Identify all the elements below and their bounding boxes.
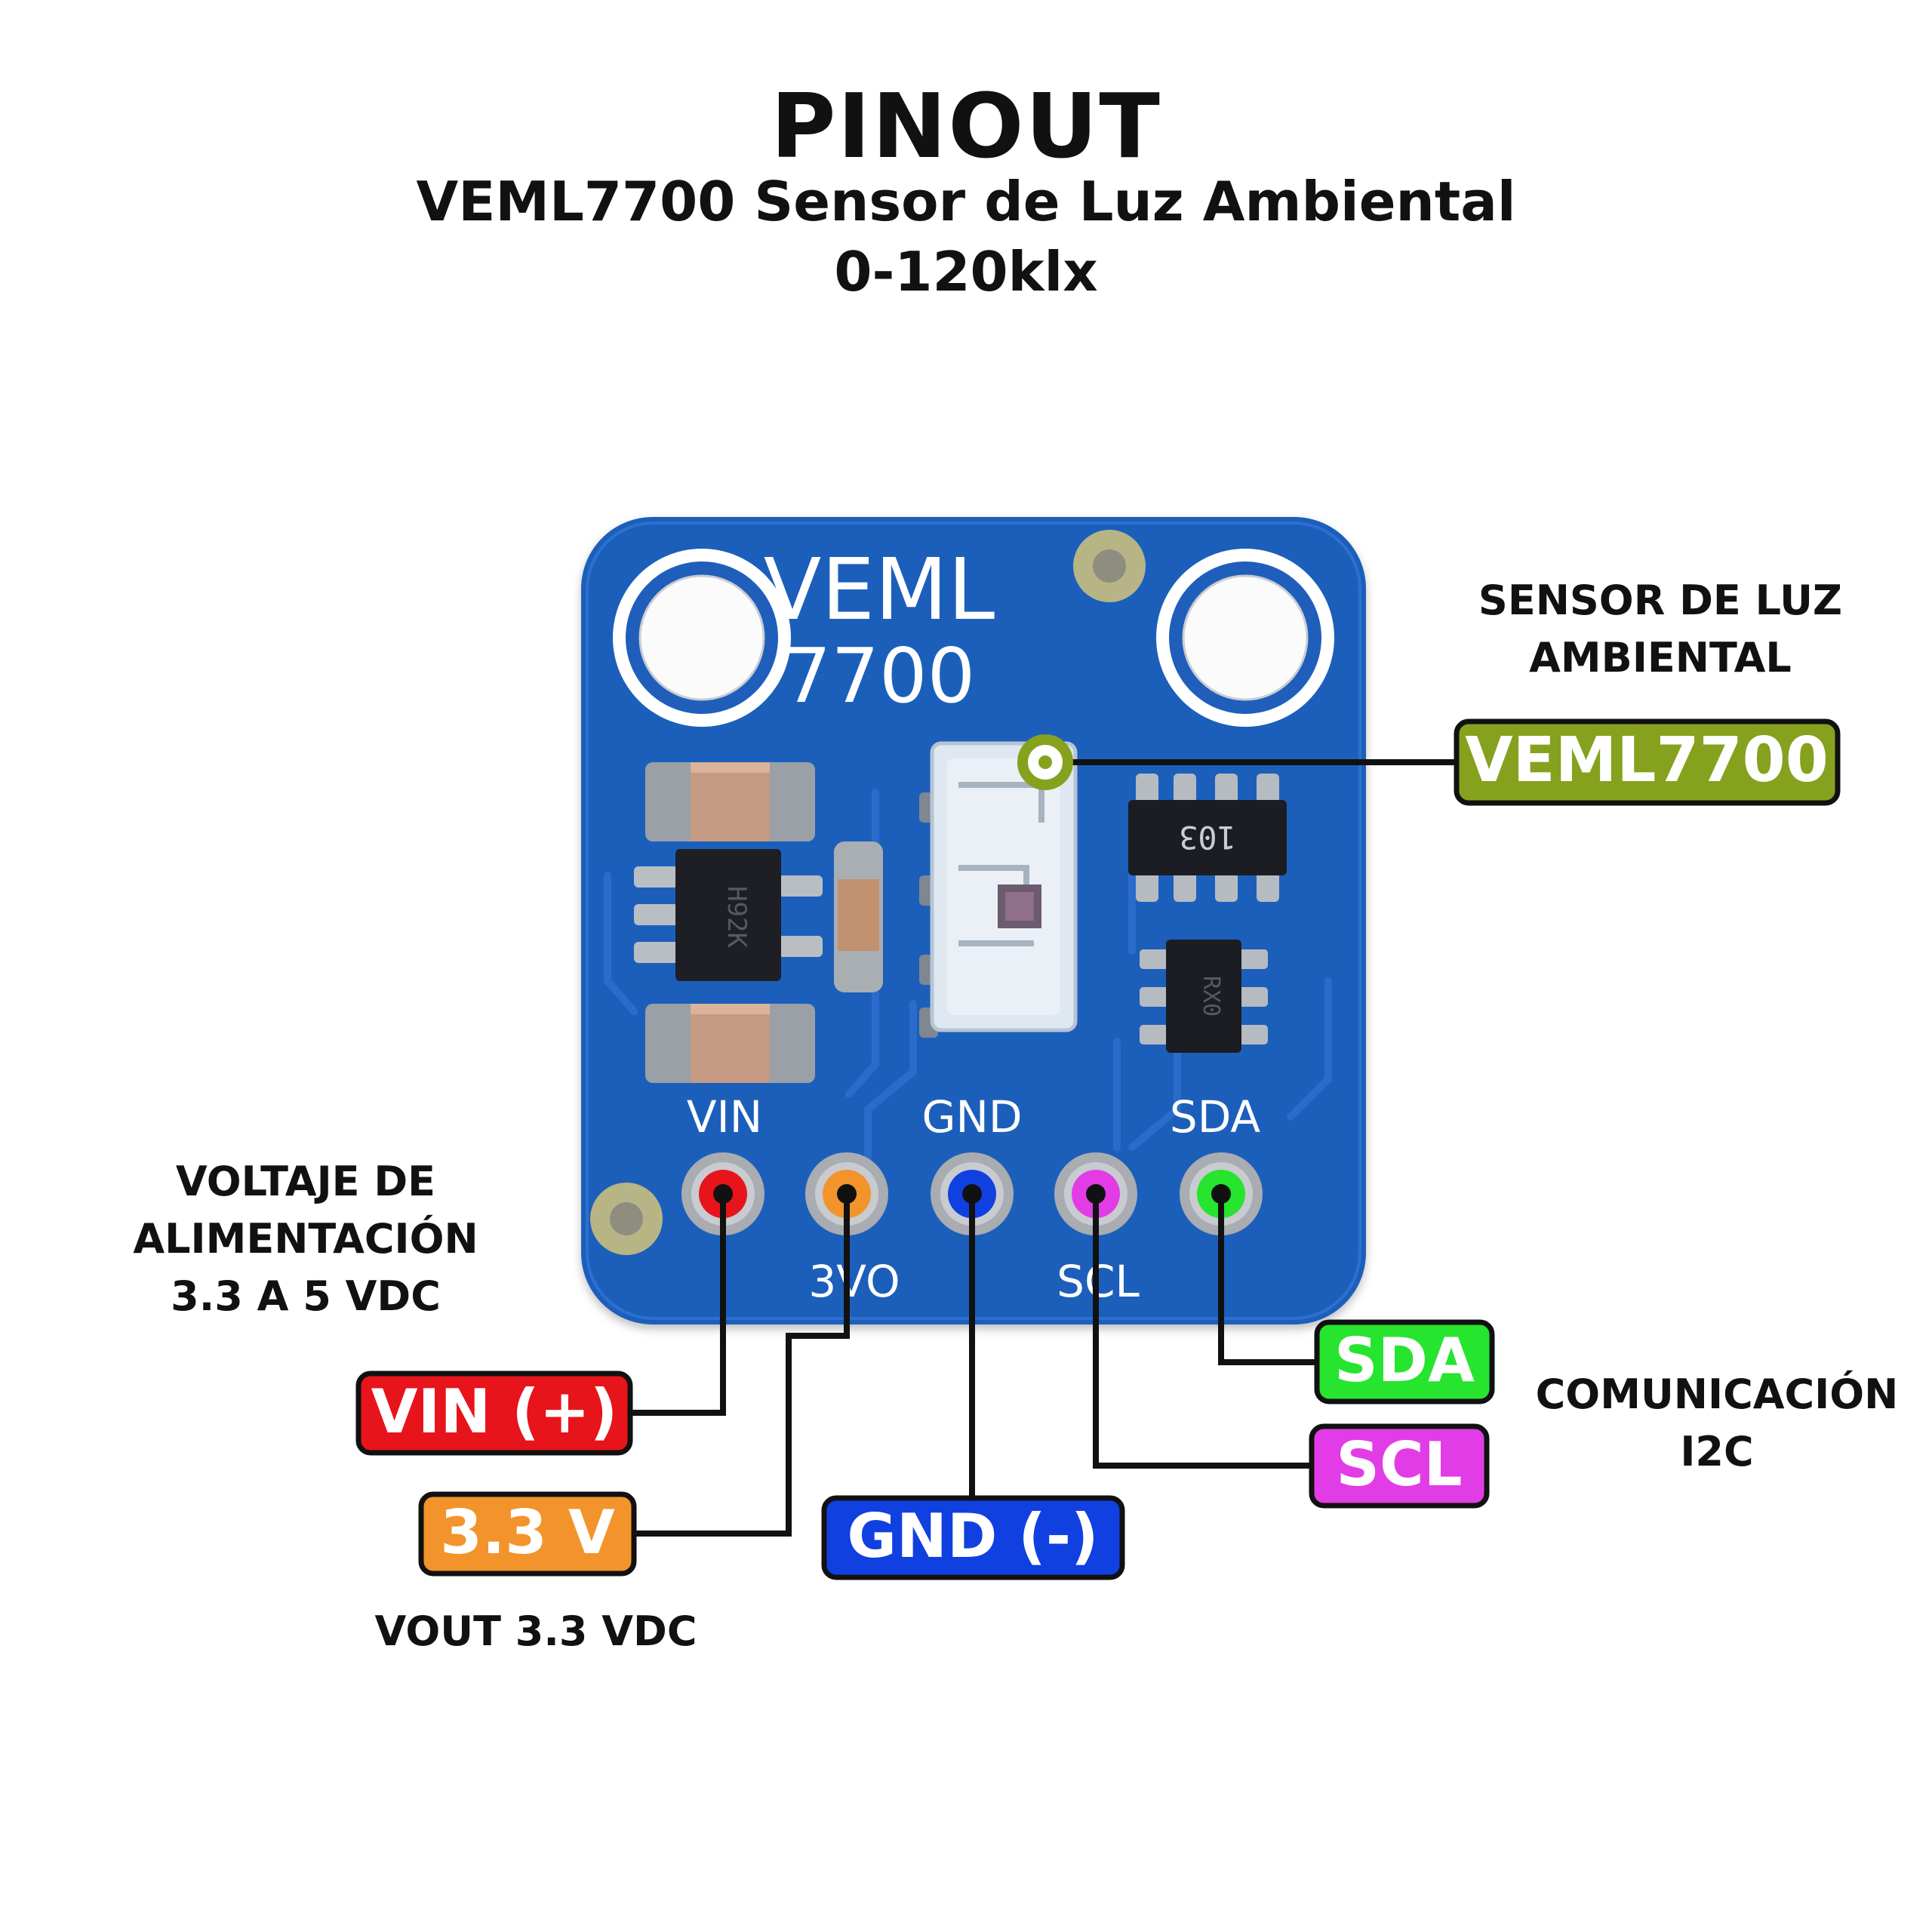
leader-sda — [1218, 1194, 1317, 1365]
note-sensor-line: AMBIENTAL — [1529, 634, 1792, 681]
veml7700-sensor-chip — [919, 741, 1078, 1038]
tag-gnd: GND (-) — [821, 1495, 1125, 1580]
page-subtitle: VEML7700 Sensor de Luz Ambiental — [416, 170, 1516, 233]
note-vout: VOUT 3.3 VDC — [302, 1603, 770, 1660]
page-title: PINOUT — [771, 74, 1161, 178]
level-shifter-ic: RX0 — [1140, 940, 1268, 1053]
resistor-array: 103 — [1128, 774, 1287, 902]
note-power: VOLTAJE DE ALIMENTACIÓN 3.3 A 5 VDC — [75, 1153, 536, 1325]
tag-sensor-label: VEML7700 — [1465, 724, 1829, 796]
regulator-code: H92K — [721, 886, 752, 948]
tag-sda: SDA — [1314, 1319, 1495, 1404]
tag-scl-label: SCL — [1336, 1429, 1462, 1500]
fiducial-top — [1073, 530, 1146, 602]
pin-label-sda: SDA — [1170, 1091, 1260, 1143]
note-power-line: 3.3 A 5 VDC — [171, 1272, 441, 1320]
note-vout-line: VOUT 3.3 VDC — [374, 1607, 697, 1655]
silkscreen-7700: 7700 — [783, 632, 976, 720]
breakout-board: VEML 7700 H92K — [581, 517, 1366, 1324]
tag-vin-label: VIN (+) — [371, 1377, 618, 1447]
mounting-hole-left — [613, 549, 791, 727]
tag-3v3: 3.3 V — [418, 1491, 637, 1577]
sensor-marker — [1017, 734, 1073, 790]
mounting-hole-right — [1156, 549, 1334, 727]
note-i2c-line: I2C — [1680, 1428, 1754, 1475]
tag-3v3-label: 3.3 V — [440, 1497, 615, 1567]
capacitor-top — [645, 762, 815, 841]
tag-gnd-label: GND (-) — [847, 1501, 1098, 1571]
tag-sda-label: SDA — [1334, 1325, 1475, 1395]
leader-scl — [1093, 1194, 1312, 1469]
pin-label-gnd: GND — [922, 1091, 1023, 1143]
voltage-regulator: H92K — [634, 849, 823, 981]
fiducial-bottom — [590, 1183, 663, 1255]
note-i2c-line: COMUNICACIÓN — [1535, 1371, 1899, 1418]
pin-label-vin: VIN — [687, 1091, 762, 1143]
note-power-line: ALIMENTACIÓN — [133, 1215, 478, 1263]
tag-scl: SCL — [1309, 1423, 1490, 1509]
resistor-array-code: 103 — [1179, 819, 1236, 856]
capacitor-bottom — [645, 1004, 815, 1083]
tag-sensor: VEML7700 — [1454, 718, 1841, 806]
tag-vin: VIN (+) — [355, 1371, 633, 1456]
note-power-line: VOLTAJE DE — [175, 1158, 436, 1205]
leader-lines — [630, 759, 1457, 1537]
leader-3v3 — [634, 1194, 850, 1537]
note-sensor: SENSOR DE LUZ AMBIENTAL — [1434, 572, 1887, 687]
silkscreen-veml: VEML — [764, 541, 995, 639]
resistor — [834, 841, 883, 992]
leader-vin — [630, 1194, 726, 1416]
note-i2c: COMUNICACIÓN I2C — [1502, 1366, 1932, 1481]
ic-code: RX0 — [1198, 976, 1224, 1017]
measurement-range: 0-120klx — [834, 240, 1098, 303]
pin-label-3vo: 3VO — [808, 1256, 900, 1307]
note-sensor-line: SENSOR DE LUZ — [1478, 577, 1843, 624]
